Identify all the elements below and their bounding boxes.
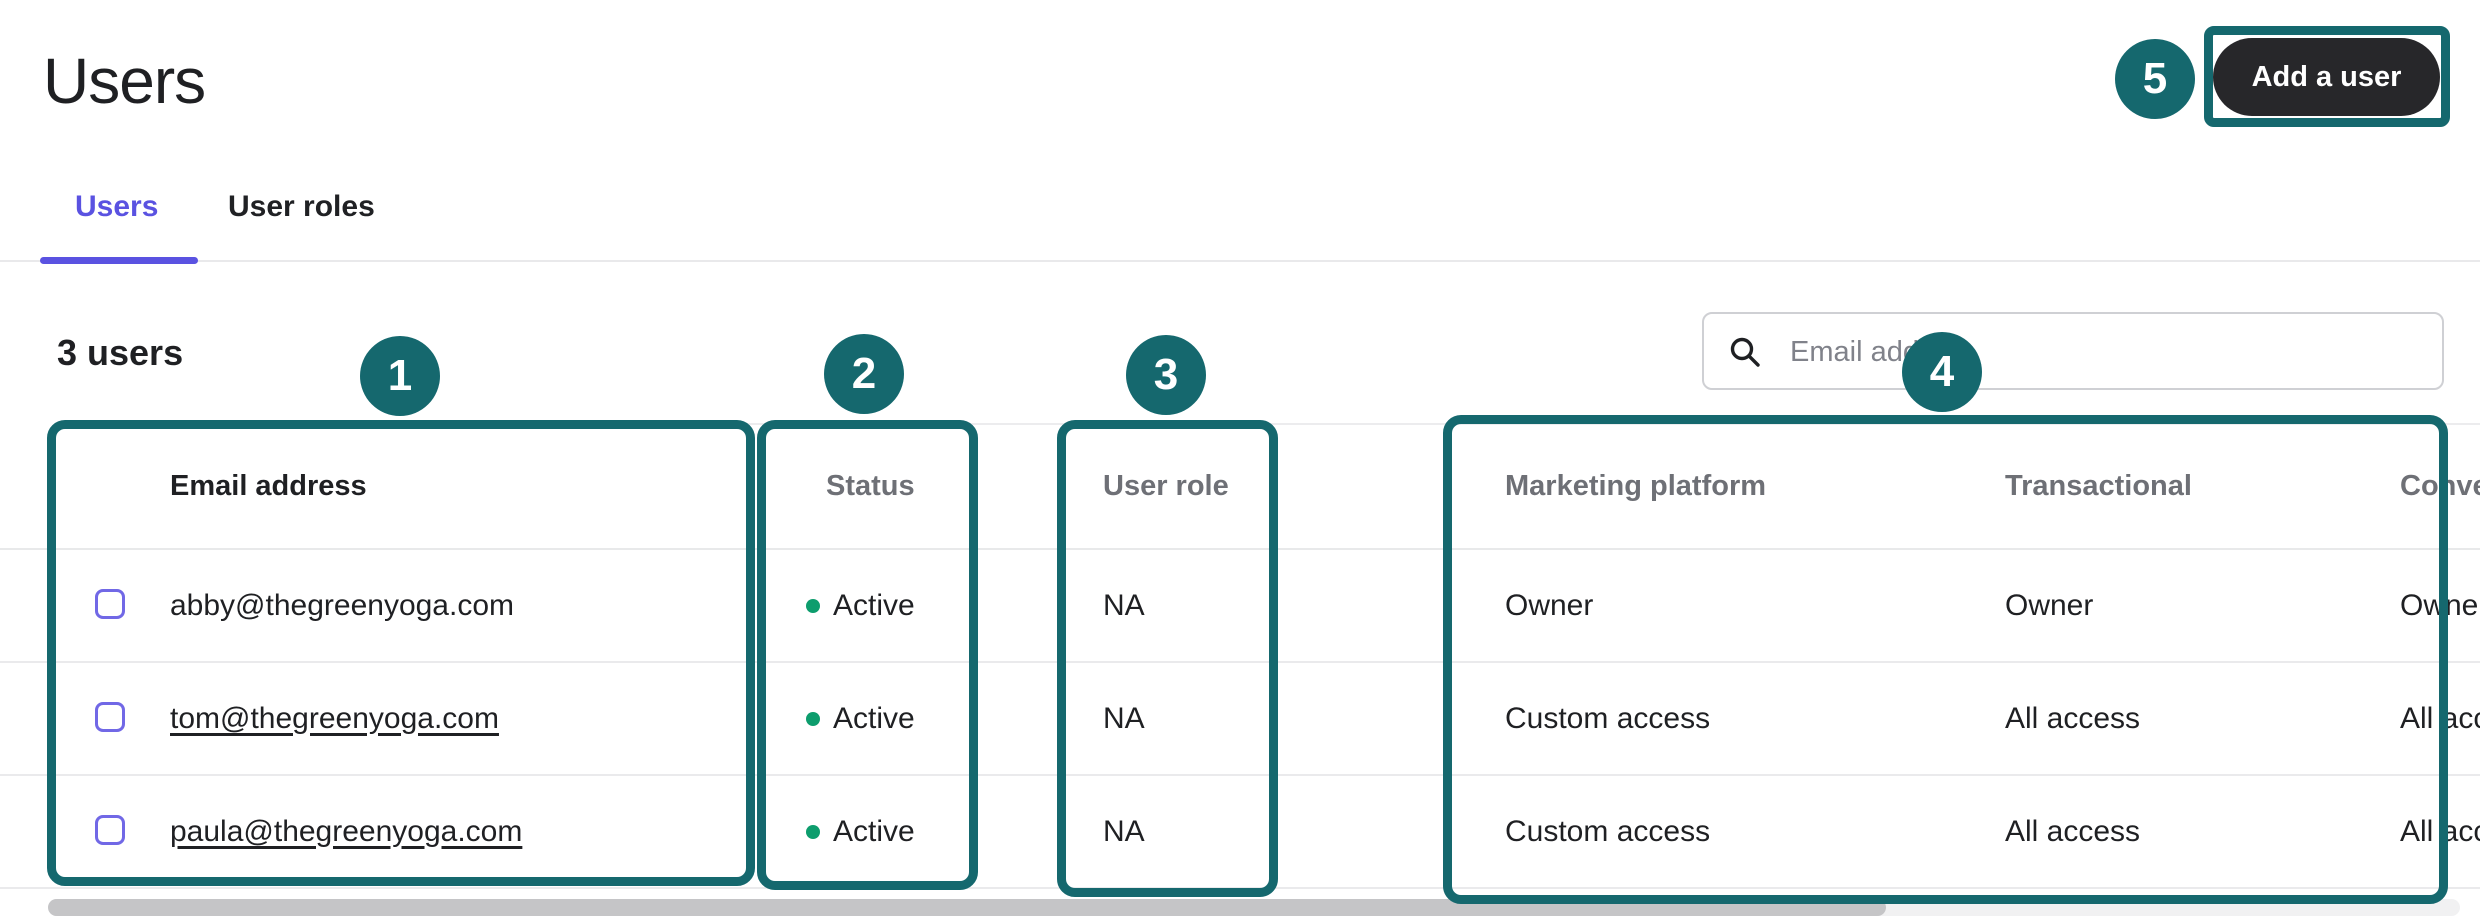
cell-conversations: All access	[2400, 701, 2480, 735]
table-row: abby@thegreenyoga.com Active NA Owner Ow…	[0, 550, 2480, 663]
tab-users[interactable]: Users	[75, 190, 159, 223]
row-checkbox[interactable]	[95, 815, 125, 845]
user-count: 3 users	[57, 332, 184, 373]
status-dot-icon	[806, 598, 820, 613]
cell-transactional: Owner	[2005, 588, 2094, 622]
cell-user-role: NA	[1103, 701, 1145, 735]
cell-user-role: NA	[1103, 588, 1145, 622]
cell-conversations: All access	[2400, 814, 2480, 848]
column-header-status: Status	[826, 470, 915, 502]
row-checkbox[interactable]	[95, 589, 125, 619]
cell-email-link[interactable]: tom@thegreenyoga.com	[170, 701, 499, 735]
cell-transactional: All access	[2005, 814, 2141, 848]
cell-status: Active	[806, 776, 915, 887]
tabs-divider	[0, 260, 2480, 262]
column-header-transactional: Transactional	[2005, 470, 2192, 502]
tab-user-roles[interactable]: User roles	[228, 190, 375, 223]
search-input[interactable]	[1788, 314, 2422, 390]
cell-email: abby@thegreenyoga.com	[170, 588, 515, 622]
status-label: Active	[833, 701, 915, 735]
column-header-conversations: Conversations	[2400, 470, 2480, 502]
cell-transactional: All access	[2005, 701, 2141, 735]
table-header-row: Email address Status User role Marketing…	[0, 425, 2480, 550]
row-checkbox[interactable]	[95, 702, 125, 732]
annotation-badge-4: 4	[1902, 332, 1982, 412]
active-tab-underline	[40, 257, 198, 264]
cell-conversations: Owner	[2400, 588, 2480, 622]
status-dot-icon	[806, 824, 820, 839]
page-title: Users	[43, 45, 206, 117]
search-icon	[1730, 337, 1760, 367]
column-header-marketing: Marketing platform	[1505, 470, 1767, 502]
table-row: paula@thegreenyoga.com Active NA Custom …	[0, 776, 2480, 889]
annotation-badge-2: 2	[824, 334, 904, 414]
status-dot-icon	[806, 711, 820, 726]
cell-user-role: NA	[1103, 814, 1145, 848]
cell-marketing: Custom access	[1505, 814, 1711, 848]
annotation-badge-1: 1	[360, 336, 440, 416]
status-label: Active	[833, 588, 915, 622]
cell-status: Active	[806, 550, 915, 661]
status-label: Active	[833, 814, 915, 848]
column-header-email: Email address	[170, 470, 367, 502]
search-box	[1702, 312, 2444, 390]
cell-marketing: Owner	[1505, 588, 1594, 622]
table-row: tom@thegreenyoga.com Active NA Custom ac…	[0, 663, 2480, 776]
column-header-user-role: User role	[1103, 470, 1229, 502]
horizontal-scrollbar-thumb[interactable]	[48, 899, 1886, 916]
annotation-badge-3: 3	[1126, 335, 1206, 415]
annotation-badge-5: 5	[2115, 39, 2195, 119]
cell-status: Active	[806, 663, 915, 774]
add-user-button[interactable]: Add a user	[2213, 38, 2440, 116]
cell-email-link[interactable]: paula@thegreenyoga.com	[170, 814, 523, 848]
cell-marketing: Custom access	[1505, 701, 1711, 735]
